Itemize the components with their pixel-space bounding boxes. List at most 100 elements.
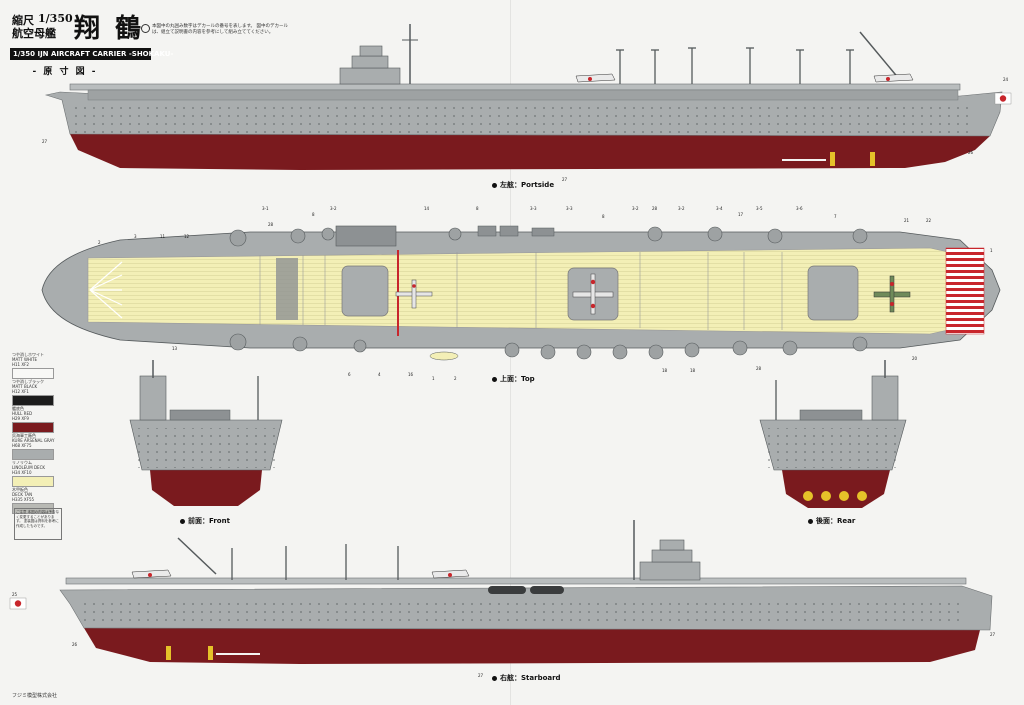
- callout-top: 18: [690, 368, 696, 373]
- scale-value: 1/350: [38, 12, 73, 25]
- legend-label: 呉海軍工廠色: [12, 433, 36, 438]
- callout-top: 3: [134, 234, 137, 239]
- legend-swatch: [12, 368, 54, 379]
- callout-portside-hull: 27: [42, 139, 48, 144]
- note-text: 本図中の丸囲み数字はデカールの番号を表します。 図中のデカールは、組立て説明書の…: [152, 24, 288, 35]
- caution-box: ご注意 本図の内容は予告なく変更することがあります。 塗装図は資料を参考に作成し…: [14, 508, 62, 540]
- rear-view: [759, 360, 907, 508]
- callout-starboard-bottom: 27: [478, 673, 484, 678]
- callout-top: 7: [834, 214, 837, 219]
- callout-top: 3-1: [262, 206, 269, 211]
- legend-swatch: [12, 476, 54, 487]
- callout-top: 28: [268, 222, 274, 227]
- callout-top: 28: [756, 366, 762, 371]
- front-hull-red: [150, 470, 262, 506]
- starboard-view: [9, 520, 993, 664]
- callout-top: 18: [662, 368, 668, 373]
- callout-top: 1: [990, 248, 993, 253]
- top-sponsons: [229, 226, 868, 360]
- legend-swatch: [12, 449, 54, 460]
- callout-top: 3-3: [566, 206, 573, 211]
- callout-top: 2: [454, 376, 457, 381]
- callout-top: 4: [378, 372, 381, 377]
- legend-code: H11 XF2: [12, 362, 29, 367]
- callout-top: 6: [348, 372, 351, 377]
- callout-starboard-hull: 27: [990, 632, 996, 637]
- callout-top: 3-4: [716, 206, 723, 211]
- rear-propellers: [803, 491, 867, 501]
- legend-name: LINOLEUM DECK: [12, 465, 45, 470]
- starboard-island: [633, 520, 701, 581]
- callout-top: 12: [184, 234, 190, 239]
- rear-hull-red: [782, 470, 890, 508]
- top-arresting-wires: [259, 252, 783, 330]
- legend-name: MATT WHITE: [12, 357, 38, 362]
- callout-top: 3-6: [796, 206, 803, 211]
- callout-top: 3-2: [678, 206, 685, 211]
- caption-portside: 左舷：Portside: [492, 180, 554, 190]
- paint-legend: つや消しホワイト MATT WHITE H11 XF2 つや消しブラック MAT…: [12, 352, 60, 514]
- legend-code: H68 XF75: [12, 443, 32, 448]
- top-boats: [429, 225, 555, 361]
- callout-top: 3-3: [530, 206, 537, 211]
- legend-name: MATT BLACK: [12, 384, 38, 389]
- front-view: [129, 360, 283, 506]
- legend-item: つや消しホワイト MATT WHITE H11 XF2: [12, 352, 60, 379]
- portside-flight-deck: [69, 83, 961, 91]
- portside-view: [44, 24, 1012, 170]
- portside-hull-red: [70, 134, 990, 170]
- legend-item: リノリウム LINOLEUM DECK H34 XF10: [12, 460, 60, 487]
- legend-code: H29 XF9: [12, 416, 29, 421]
- note-icon: [141, 24, 150, 33]
- legend-label: つや消しホワイト: [12, 352, 44, 357]
- callout-top: 21: [904, 218, 910, 223]
- legend-item: 艦底色 HULL RED H29 XF9: [12, 406, 60, 433]
- caption-rear: 後面：Rear: [808, 516, 855, 526]
- callout-top: 8: [602, 214, 605, 219]
- callout-portside-flag: 24: [1003, 77, 1009, 82]
- callout-top: 14: [424, 206, 430, 211]
- legend-name: HULL RED: [12, 411, 33, 416]
- legend-swatch: [12, 395, 54, 406]
- callout-top: 16: [408, 372, 414, 377]
- portside-aircraft: [575, 73, 914, 83]
- legend-code: H335 XF55: [12, 497, 35, 502]
- callout-top: 13: [172, 346, 178, 351]
- legend-item: 呉海軍工廠色 KURE ARSENAL GRAY H68 XF75: [12, 433, 60, 460]
- legend-name: DECK TAN: [12, 492, 33, 497]
- portside-masts: [616, 31, 901, 84]
- callout-top: 22: [926, 218, 932, 223]
- legend-label: リノリウム: [12, 460, 32, 465]
- callout-top: 3-2: [632, 206, 639, 211]
- subtitle-bar: 1/350 IJN AIRCRAFT CARRIER -SHOKAKU-: [10, 48, 173, 60]
- top-aircraft: [395, 273, 911, 315]
- callout-portside-bottom: 27: [562, 177, 568, 182]
- legend-label: 木甲板色: [12, 487, 28, 492]
- callout-starboard-flag: 25: [12, 592, 18, 597]
- starboard-exhaust: [488, 586, 564, 594]
- callout-top: 28: [652, 206, 658, 211]
- callout-top: 17: [738, 212, 744, 217]
- callout-top: 2: [98, 240, 101, 245]
- caption-top: 上面：Top: [492, 374, 535, 384]
- starboard-flight-deck: [65, 577, 967, 585]
- callout-top: 1: [432, 376, 435, 381]
- starboard-propellers: [166, 646, 213, 660]
- scale-label: 縮尺: [12, 14, 34, 27]
- top-island: [335, 225, 397, 247]
- top-view: [41, 225, 1001, 361]
- top-bow-markings: [89, 261, 123, 319]
- callout-top: 8: [476, 206, 479, 211]
- publisher-name: フジミ模型株式会社: [12, 693, 58, 699]
- portside-island: [339, 24, 418, 85]
- callout-top: 8: [312, 212, 315, 217]
- legend-swatch: [12, 422, 54, 433]
- callout-top: 3-5: [756, 206, 763, 211]
- portside-flag-icon: [994, 92, 1012, 105]
- ship-type: 航空母艦: [12, 27, 56, 40]
- legend-item: つや消しブラック MATT BLACK H12 XF1: [12, 379, 60, 406]
- legend-code: H34 XF10: [12, 470, 32, 475]
- legend-name: KURE ARSENAL GRAY: [12, 438, 55, 443]
- legend-label: 艦底色: [12, 406, 24, 411]
